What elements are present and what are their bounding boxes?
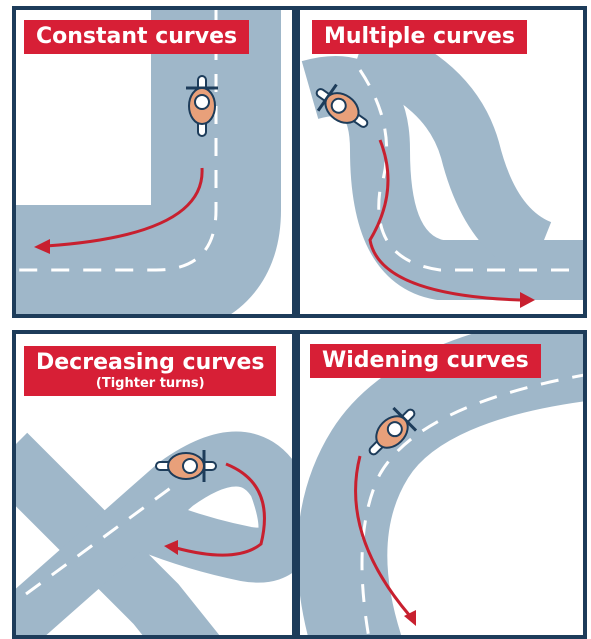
title-text: Multiple curves: [324, 24, 515, 49]
path-arrow-icon: [354, 455, 412, 617]
panel-title: Multiple curves: [312, 20, 527, 54]
motorcycle-rider-icon: [155, 450, 217, 482]
panel-widening-curves: Widening curves: [296, 330, 587, 639]
panel-title: Widening curves: [310, 344, 541, 378]
path-arrow-icon: [368, 139, 521, 302]
panel-multiple-curves: Multiple curves: [296, 6, 587, 318]
motorcycle-rider-icon: [368, 406, 418, 456]
motorcycle-rider-icon: [186, 75, 218, 137]
decreasing-curves-road-diagram: [16, 431, 292, 635]
panel-title: Constant curves: [24, 20, 250, 54]
multiple-curves-road-diagram: [301, 21, 583, 308]
title-text: Widening curves: [322, 348, 529, 373]
panel-decreasing-curves: Decreasing curves (Tighter turns): [12, 330, 296, 639]
subtitle-text: (Tighter turns): [95, 376, 205, 391]
title-text: Decreasing curves: [36, 350, 265, 375]
title-text: Constant curves: [36, 24, 238, 49]
panel-title: Decreasing curves (Tighter turns): [24, 346, 277, 396]
path-arrow-icon: [45, 167, 204, 248]
motorcycle-rider-icon: [315, 83, 369, 128]
panel-constant-curves: Constant curves: [12, 6, 296, 318]
path-arrow-icon: [175, 462, 266, 557]
constant-curves-road-diagram: [16, 10, 281, 314]
widening-curves-road-diagram: [300, 334, 583, 635]
